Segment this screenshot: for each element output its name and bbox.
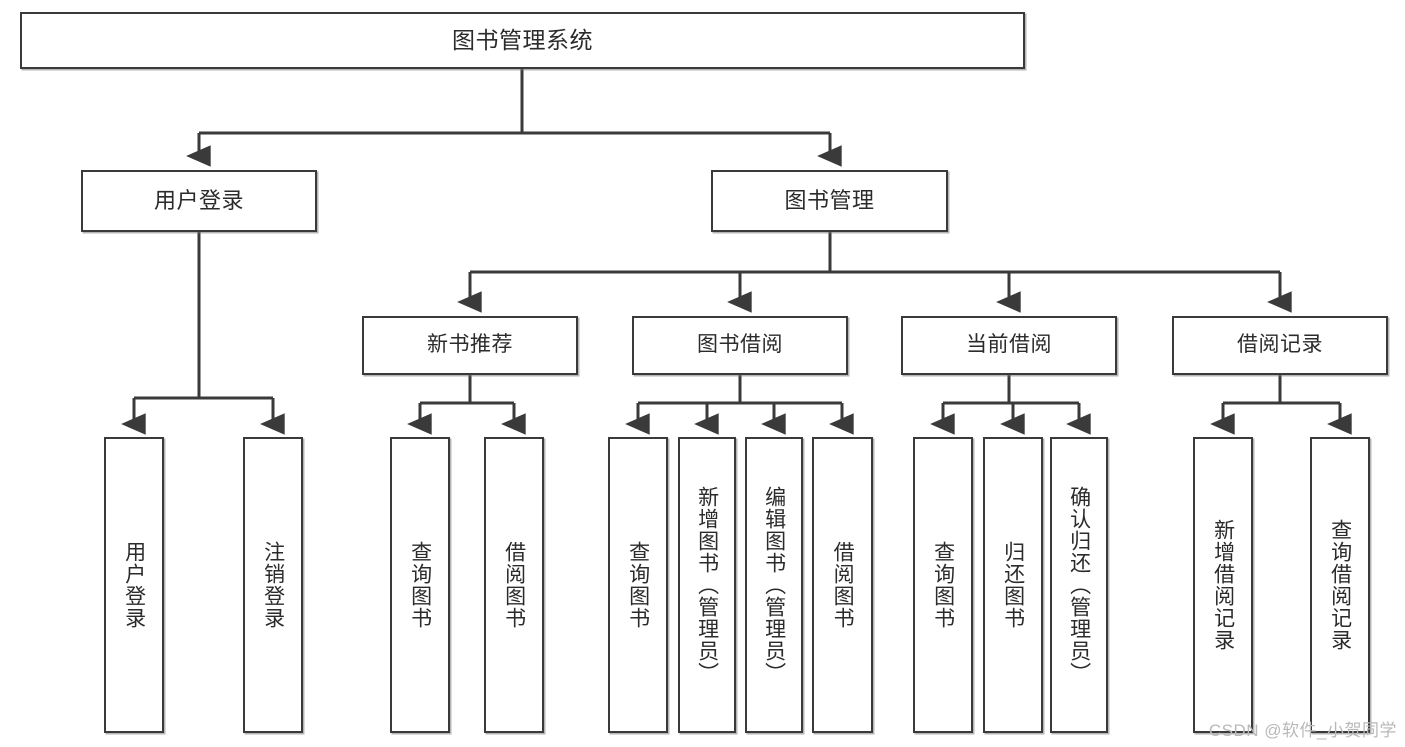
csdn-watermark: CSDN @软件_小贺同学	[1208, 721, 1397, 740]
node-user-login[interactable]: 用户登录	[81, 170, 317, 232]
node-label: 图书借阅	[697, 333, 783, 357]
node-leaf-logout[interactable]: 注销登录	[243, 437, 303, 733]
node-label: 注销登录	[261, 541, 285, 629]
node-leaf-rec-borrow-book[interactable]: 借阅图书	[484, 437, 544, 733]
node-leaf-add-borrow-record[interactable]: 新增借阅记录	[1193, 437, 1253, 733]
node-book-manage[interactable]: 图书管理	[711, 170, 948, 232]
node-leaf-add-book-admin[interactable]: 新增图书（管理员）	[678, 437, 736, 733]
node-leaf-borrow-book[interactable]: 借阅图书	[812, 437, 873, 733]
node-leaf-cur-query-book[interactable]: 查询图书	[913, 437, 973, 733]
node-label: 新增借阅记录	[1211, 519, 1235, 651]
node-leaf-borrow-query-book[interactable]: 查询图书	[608, 437, 668, 733]
node-new-book-rec[interactable]: 新书推荐	[362, 316, 578, 375]
node-borrow-record[interactable]: 借阅记录	[1172, 316, 1388, 375]
node-label: 当前借阅	[966, 333, 1052, 357]
node-leaf-confirm-return-admin[interactable]: 确认归还（管理员）	[1050, 437, 1108, 733]
node-label: 用户登录	[153, 188, 244, 214]
node-leaf-edit-book-admin[interactable]: 编辑图书（管理员）	[745, 437, 803, 733]
node-leaf-return-book[interactable]: 归还图书	[983, 437, 1043, 733]
node-label: 图书管理	[784, 188, 875, 214]
node-label: 查询图书	[931, 541, 955, 629]
node-root-system[interactable]: 图书管理系统	[20, 12, 1025, 69]
node-book-borrow[interactable]: 图书借阅	[632, 316, 848, 375]
node-current-borrow[interactable]: 当前借阅	[901, 316, 1117, 375]
node-label: 归还图书	[1001, 541, 1025, 629]
node-label: 图书管理系统	[452, 26, 593, 53]
node-leaf-rec-query-book[interactable]: 查询图书	[390, 437, 450, 733]
node-label: 查询图书	[626, 541, 650, 629]
node-label: 借阅图书	[502, 541, 526, 629]
node-label: 确认归还（管理员）	[1067, 486, 1091, 684]
node-label: 查询图书	[408, 541, 432, 629]
node-label: 借阅记录	[1237, 333, 1323, 357]
node-label: 用户登录	[122, 541, 146, 629]
node-label: 编辑图书（管理员）	[762, 486, 786, 684]
node-label: 查询借阅记录	[1328, 519, 1352, 651]
node-label: 借阅图书	[831, 541, 855, 629]
node-label: 新增图书（管理员）	[695, 486, 719, 684]
node-leaf-user-login[interactable]: 用户登录	[104, 437, 164, 733]
node-leaf-query-borrow-record[interactable]: 查询借阅记录	[1310, 437, 1370, 733]
node-label: 新书推荐	[427, 333, 513, 357]
